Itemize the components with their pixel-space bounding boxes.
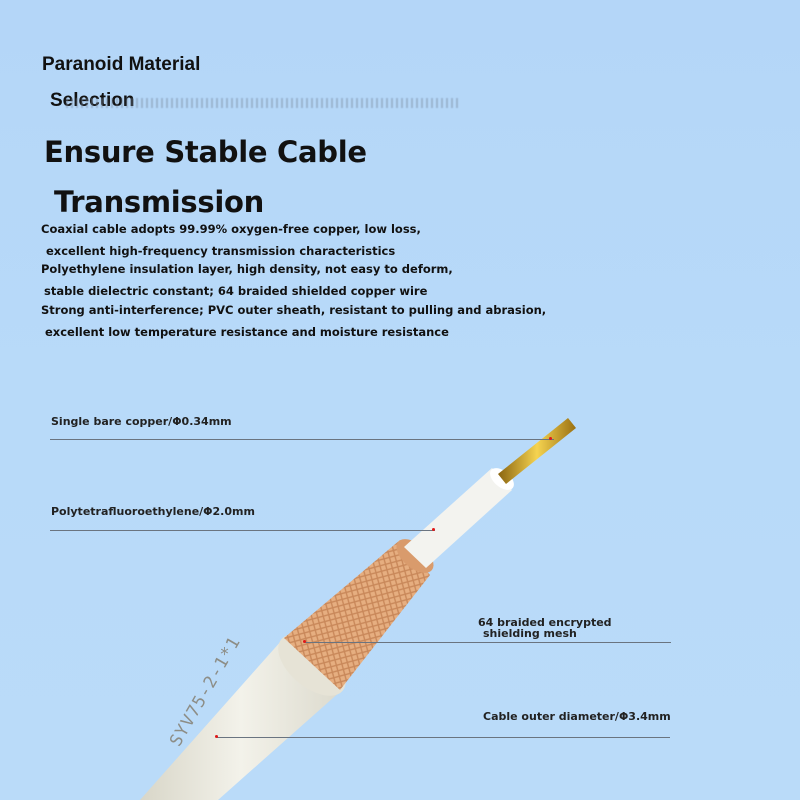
feature-1-line-2: excellent high-frequency transmission ch… — [46, 244, 396, 258]
feature-text-3: Strong anti-interference; PVC outer shea… — [41, 294, 546, 349]
callout-insulation-dot — [432, 528, 435, 531]
feature-text-2: Polyethylene insulation layer, high dens… — [41, 253, 453, 308]
feature-3-line-1: Strong anti-interference; PVC outer shea… — [41, 303, 547, 317]
copper-core — [498, 418, 576, 484]
feature-text-1: Coaxial cable adopts 99.99% oxygen-free … — [41, 213, 421, 268]
callout-copper-label: Single bare copper/Φ0.34mm — [51, 415, 232, 428]
callout-insulation-line — [50, 530, 435, 531]
callout-shield-line-2: shielding mesh — [483, 627, 577, 640]
callout-shield-line — [305, 642, 671, 643]
feature-2-line-1: Polyethylene insulation layer, high dens… — [41, 262, 453, 276]
callout-outer-line — [217, 737, 670, 738]
callout-outer-label: Cable outer diameter/Φ3.4mm — [483, 710, 671, 723]
dielectric-insulation — [404, 468, 512, 568]
callout-outer-dot — [215, 735, 218, 738]
blurred-text-strip — [66, 98, 458, 108]
callout-shield-dot — [303, 640, 306, 643]
main-heading-line-1: Ensure Stable Cable — [44, 135, 367, 169]
main-heading-line-2: Transmission — [54, 185, 264, 219]
callout-insulation-label: Polytetrafluoroethylene/Φ2.0mm — [51, 505, 255, 518]
feature-2-line-2: stable dielectric constant; 64 braided s… — [44, 284, 428, 298]
braided-shield — [284, 540, 430, 690]
callout-copper-dot — [549, 437, 552, 440]
feature-3-line-2: excellent low temperature resistance and… — [45, 325, 449, 339]
subheading-line-2: Selection — [50, 90, 135, 111]
callout-shield-line-1: 64 braided encrypted — [478, 616, 612, 629]
callout-copper-line — [50, 439, 554, 440]
subheading: Paranoid Material Selection — [42, 38, 200, 128]
cable-jacket — [140, 640, 342, 800]
main-heading: Ensure Stable Cable Transmission — [44, 115, 367, 240]
callout-shield-label: 64 braided encrypted shielding mesh — [478, 617, 612, 639]
subheading-line-1: Paranoid Material — [42, 54, 201, 75]
feature-1-line-1: Coaxial cable adopts 99.99% oxygen-free … — [41, 222, 421, 236]
